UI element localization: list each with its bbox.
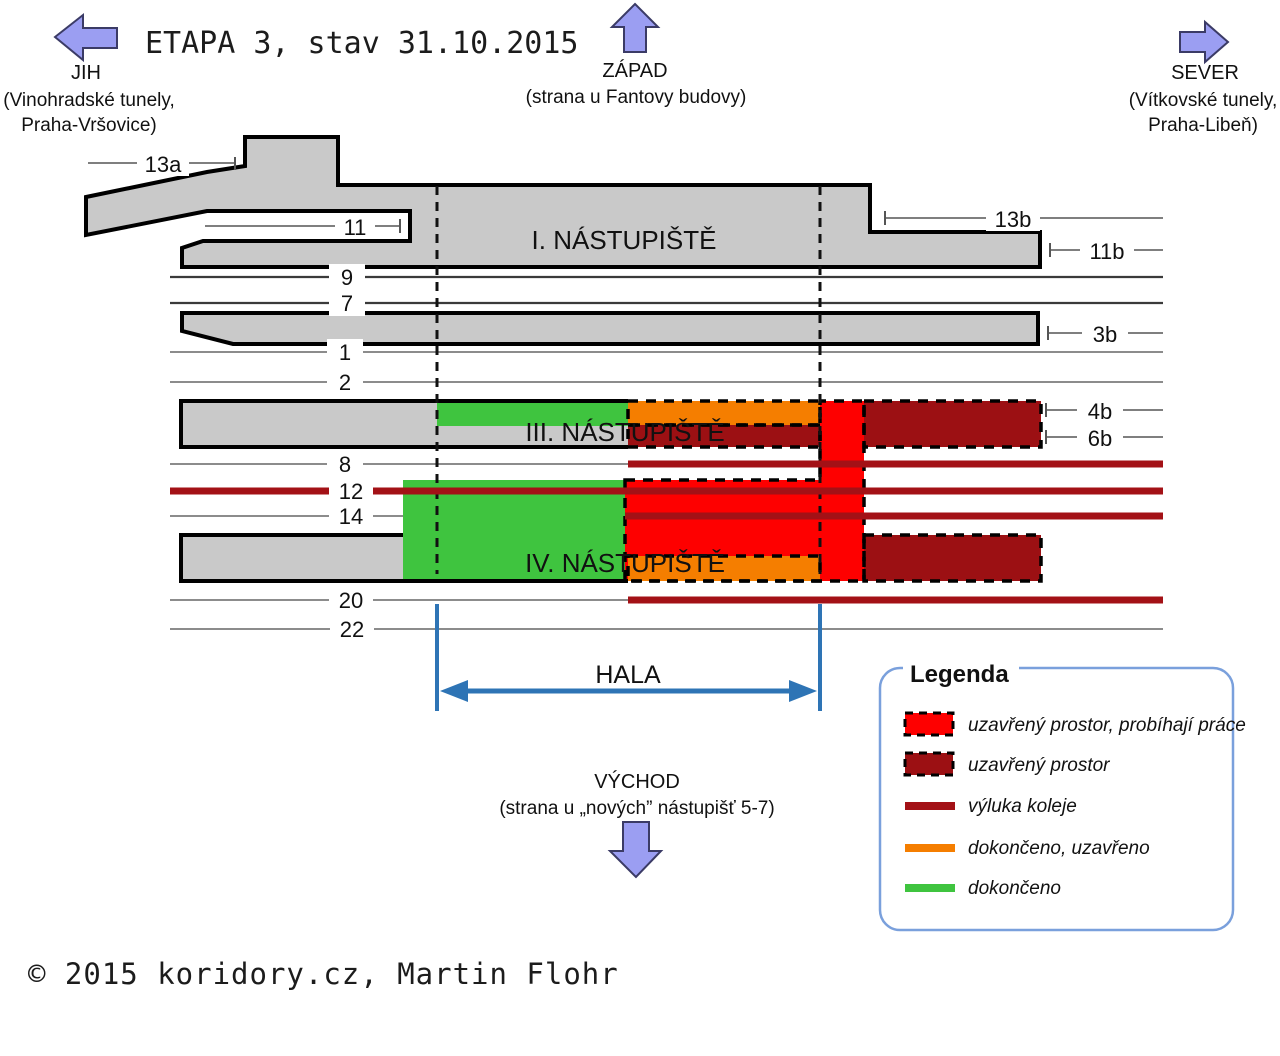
platform-3-border	[179, 399, 628, 449]
legend-item-track-closure: výluka koleje	[905, 796, 1077, 817]
label-bg	[327, 369, 363, 395]
track-label-2: 2	[339, 370, 351, 395]
dir-east-label: VÝCHOD	[594, 770, 680, 793]
legend-item-done: dokončeno	[905, 878, 1061, 899]
legend-title: Legenda	[910, 661, 1009, 688]
label-bg	[1082, 320, 1128, 346]
hall-arrowhead-right	[789, 680, 817, 702]
legend-item-done-closed: dokončeno, uzavřeno	[905, 838, 1150, 859]
legend-box	[878, 666, 1235, 932]
track-label-13a: 13a	[145, 152, 182, 177]
platform-3-label: III. NÁSTUPIŠTĚ	[525, 417, 724, 447]
legend-label: dokončeno, uzavřeno	[968, 838, 1150, 859]
label-bg	[329, 478, 373, 504]
legend-swatch-closed-active	[903, 711, 955, 737]
hall-label: HALA	[595, 661, 661, 689]
dashed-zone-borders	[623, 399, 1043, 583]
platform-4-label: IV. NÁSTUPIŠTĚ	[525, 548, 725, 578]
label-bg	[329, 290, 365, 316]
track-label-14: 14	[339, 504, 363, 529]
right-track-labels: 13b 11b 3b 4b 6b	[884, 205, 1163, 451]
platform-3b-shape	[180, 311, 1040, 346]
zone-closed-platform4-right	[864, 535, 1041, 581]
hall-extent: HALA	[435, 604, 822, 711]
track-label-11b: 11b	[1089, 239, 1124, 264]
label-bg	[329, 587, 373, 613]
dir-east-sub1: (strana u „nových” nástupišť 5-7)	[499, 798, 774, 819]
dir-south-sub1: (Vinohradské tunely,	[3, 90, 174, 111]
track-label-8: 8	[339, 452, 351, 477]
label-bg	[329, 264, 365, 290]
dir-west-sub1: (strana u Fantovy budovy)	[526, 87, 747, 108]
legend-item-closed-active: uzavřený prostor, probíhají práce	[903, 711, 1246, 737]
zone-closed-platform3-right	[864, 401, 1041, 447]
compass	[53, 2, 1230, 879]
track-label-12: 12	[339, 479, 363, 504]
track-label-1: 1	[339, 340, 351, 365]
dashed-border-closed-p4-right	[862, 533, 1043, 583]
legend-label: uzavřený prostor, probíhají práce	[968, 715, 1246, 736]
dir-north-sub1: (Vítkovské tunely,	[1129, 90, 1278, 111]
label-bg	[1080, 237, 1134, 263]
legend-swatch-closed	[903, 751, 955, 777]
label-bg	[327, 451, 363, 477]
label-bg	[327, 339, 363, 365]
label-bg	[986, 205, 1040, 231]
legend: Legenda uzavřený prostor, probíhají prác…	[878, 656, 1246, 932]
legend-label: dokončeno	[968, 878, 1061, 899]
label-bg	[1077, 397, 1123, 423]
dashed-border-closed-p3-right	[862, 399, 1043, 449]
track-label-4b: 4b	[1088, 399, 1112, 424]
page-title: ETAPA 3, stav 31.10.2015	[145, 26, 578, 61]
track-label-3b: 3b	[1093, 322, 1117, 347]
dir-west-label: ZÁPAD	[602, 59, 667, 82]
platform-1-label: I. NÁSTUPIŠTĚ	[532, 225, 717, 255]
label-bg	[137, 150, 189, 176]
arrow-south-icon	[53, 12, 118, 63]
hall-arrowhead-left	[440, 680, 468, 702]
legend-swatch-track-closure	[905, 802, 955, 810]
dir-north-sub2: Praha-Libeň)	[1148, 115, 1258, 136]
label-bg	[330, 616, 374, 642]
dashed-border-done-closed-p4	[626, 554, 822, 583]
copyright: © 2015 koridory.cz, Martin Flohr	[28, 957, 619, 991]
dir-south-label: JIH	[71, 62, 101, 84]
legend-swatch-done-closed	[905, 844, 955, 852]
zone-done-block	[403, 480, 628, 581]
track-label-7: 7	[341, 291, 353, 316]
legend-label: uzavřený prostor	[968, 755, 1110, 776]
zone-done-closed-platform3	[628, 401, 820, 425]
platform-1-shape	[84, 135, 1042, 269]
arrow-east-icon	[607, 821, 664, 879]
label-bg	[335, 213, 375, 239]
zone-done-closed-platform4	[628, 556, 820, 581]
dir-north-label: SEVER	[1171, 62, 1239, 84]
track-label-6b: 6b	[1088, 426, 1112, 451]
track-label-9: 9	[341, 265, 353, 290]
track-label-13b: 13b	[995, 207, 1032, 232]
zone-closed-platform3-lower	[628, 425, 820, 447]
track-label-11: 11	[344, 215, 367, 240]
label-bg	[329, 503, 373, 529]
arrow-north-icon	[1179, 19, 1230, 65]
legend-swatch-done	[905, 884, 955, 892]
track-label-22: 22	[340, 617, 364, 642]
legend-label: výluka koleje	[968, 796, 1077, 817]
label-bg	[1077, 424, 1123, 450]
track-label-20: 20	[339, 588, 363, 613]
legend-item-closed: uzavřený prostor	[903, 751, 1110, 777]
dir-south-sub2: Praha-Vršovice)	[21, 115, 157, 136]
platform-4-border	[179, 533, 628, 583]
zone-done-platform3-strip	[437, 403, 628, 426]
legend-title-bg	[903, 656, 1019, 682]
left-track-labels: 13a 11 9 7 1 2 8 12 14 20 22	[88, 150, 401, 642]
arrow-west-icon	[609, 2, 661, 53]
